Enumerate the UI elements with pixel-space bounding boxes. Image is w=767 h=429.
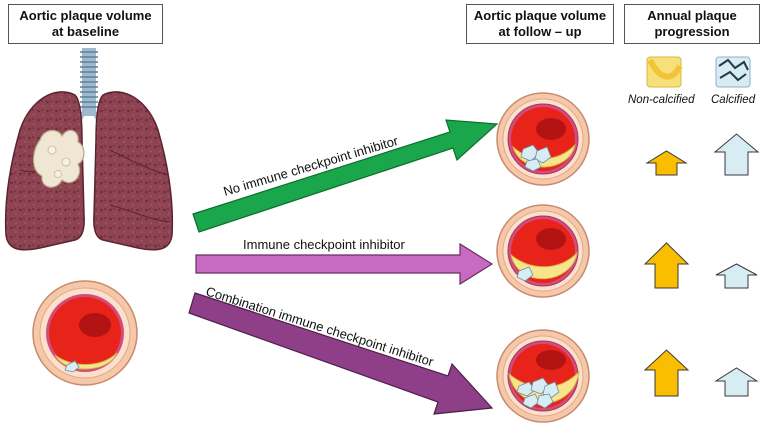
legend-calcified-label: Calcified [711,94,756,106]
header-baseline-line1: Aortic plaque volume [19,8,152,23]
arm-2-non-calcified-arrow [643,242,690,289]
arm-3-non-calcified-arrow [643,349,690,397]
followup-vessel-2-icon [496,204,590,298]
followup-vessel-3-icon [496,329,590,423]
header-followup-line2: at follow – up [498,24,582,39]
baseline-vessel-icon [32,280,138,386]
legend-non-calcified-label: Non-calcified [628,94,695,106]
arm-1-non-calcified-arrow [645,150,688,176]
header-progression-line1: Annual plaque [647,8,737,23]
header-baseline-line2: at baseline [51,24,120,39]
header-progression: Annual plaque progression [624,4,760,44]
arm-3-arrow [188,292,494,415]
followup-vessel-1-icon [496,92,590,186]
calcified-plaque-icon [715,56,751,88]
arm-2-arrow [195,242,494,286]
arm-3-calcified-arrow [714,367,759,397]
arm-2-calcified-arrow [715,263,758,289]
arm-1-arrow [192,119,499,233]
arm-1-calcified-arrow [713,133,760,176]
tumor-icon [32,129,85,188]
header-baseline: Aortic plaque volume at baseline [8,4,163,44]
header-progression-line2: progression [654,24,730,39]
header-followup: Aortic plaque volume at follow – up [466,4,614,44]
arm-2-label: Immune checkpoint inhibitor [243,237,406,252]
non-calcified-plaque-icon [646,56,683,88]
header-followup-line1: Aortic plaque volume [473,8,607,23]
